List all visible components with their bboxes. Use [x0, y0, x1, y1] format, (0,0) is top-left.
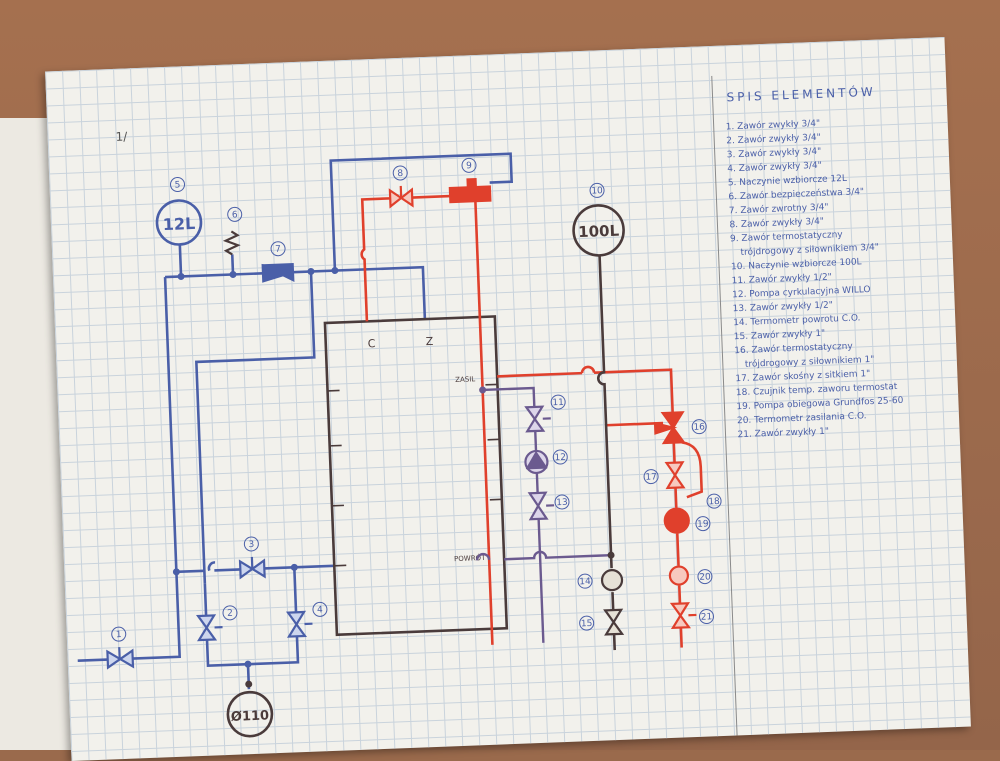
legend-item: 13. Zawór zwykły 1/2" — [732, 299, 833, 314]
top-loop-pipe — [331, 154, 515, 271]
legend-item: 20. Termometr zasilania C.O. — [737, 411, 867, 426]
badge-10: 10 — [591, 186, 603, 196]
badge-1: 1 — [116, 630, 122, 640]
legend-item: 4. Zawór zwykły 3/4" — [727, 160, 822, 175]
badge-21: 21 — [701, 612, 713, 622]
valve-11-icon — [526, 407, 543, 432]
badge-17: 17 — [645, 472, 657, 482]
legend-item: 16. Zawór termostatyczny — [734, 341, 853, 357]
plumbing-diagram: 1/ — [45, 37, 971, 761]
legend-item: 3. Zawór zwykły 3/4" — [727, 146, 822, 161]
corner-mark: 1/ — [115, 129, 128, 143]
legend-item: 19. Pompa obiegowa Grundfos 25-60 — [736, 396, 904, 412]
return-junction — [607, 552, 614, 559]
legend-item: 10. Naczynie wzbiorcze 100L — [731, 257, 862, 272]
valve-2-icon — [198, 615, 215, 640]
badge-9: 9 — [466, 161, 472, 171]
legend-item: 5. Naczynie wzbiorcze 12L — [728, 174, 847, 189]
sensor-18-line — [682, 442, 702, 498]
thermometer-14-icon — [602, 570, 623, 591]
hot-components — [390, 171, 697, 638]
legend-item: 18. Czujnik temp. zaworu termostat — [736, 382, 898, 398]
port-c-label: C — [368, 337, 376, 350]
supply-port-label: ZASIL — [455, 375, 475, 384]
cold-valves — [91, 229, 313, 668]
legend-item: 12. Pompa cyrkulacyjna WILLO — [732, 285, 871, 300]
valve-9-icon — [450, 187, 491, 203]
vessel10-label: 100L — [578, 222, 620, 242]
legend-item: 14. Termometr powrotu C.O. — [733, 313, 861, 328]
legend-item: trójdrogowy z siłownikiem 1" — [745, 354, 875, 370]
badge-4: 4 — [317, 605, 323, 615]
badge-3: 3 — [248, 540, 254, 550]
legend-item: 7. Zawór zwrotny 3/4" — [729, 202, 829, 217]
bypass-loop — [204, 567, 298, 665]
legend-item: 9. Zawór termostatyczny — [730, 229, 844, 244]
badge-2: 2 — [227, 609, 233, 619]
legend-item: 6. Zawór bezpieczeństwa 3/4" — [728, 186, 864, 202]
badge-20: 20 — [699, 572, 711, 582]
valve8-to-valve9 — [412, 196, 450, 197]
inlet-pipe — [78, 660, 108, 661]
legend-item: 1. Zawór zwykły 3/4" — [726, 118, 821, 133]
port-z-label: Z — [425, 335, 433, 348]
legend-item: 8. Zawór zwykły 3/4" — [729, 216, 824, 231]
hot-riser — [475, 195, 492, 645]
buffer-tank — [325, 316, 507, 634]
vessel5-label: 12L — [162, 214, 195, 234]
legend-margin-line — [712, 76, 737, 736]
badge-12: 12 — [554, 453, 566, 463]
boiler-inlet-dot — [245, 681, 252, 688]
valve-17-icon — [667, 462, 684, 488]
badge-19: 19 — [697, 519, 709, 529]
valve-4-icon — [288, 612, 305, 637]
legend-item: trójdrogowy z siłownikiem 3/4" — [740, 242, 879, 258]
badge-15: 15 — [581, 619, 593, 629]
badge-5: 5 — [175, 180, 181, 190]
boiler-label: Ø110 — [231, 708, 270, 724]
supply-junction — [479, 386, 486, 393]
safety-valve-6-icon — [225, 231, 238, 254]
badge-7: 7 — [275, 245, 281, 255]
pump-19-icon — [664, 508, 689, 533]
notebook-page: 1/ — [45, 37, 971, 761]
thermometer-20-icon — [670, 566, 689, 585]
valve-9-actuator — [468, 179, 476, 187]
valve-13-icon — [530, 493, 547, 520]
main-riser — [118, 277, 180, 659]
legend-list: 1. Zawór zwykły 3/4" 2. Zawór zwykły 3/4… — [726, 115, 905, 440]
legend-item: 21. Zawór zwykły 1" — [737, 426, 829, 441]
badge-18: 18 — [708, 497, 720, 507]
return-pipe — [504, 549, 611, 559]
legend-item: 2. Zawór zwykły 3/4" — [726, 132, 821, 147]
legend-item: 17. Zawór skośny z sitkiem 1" — [735, 368, 870, 384]
supply-crossover-1 — [582, 367, 594, 373]
return-components — [523, 406, 554, 519]
badge-11: 11 — [552, 398, 564, 408]
vessel10-line — [594, 255, 612, 568]
badge-6: 6 — [232, 210, 238, 220]
badge-16: 16 — [693, 422, 705, 432]
badge-14: 14 — [579, 577, 591, 587]
legend-title: SPIS ELEMENTÓW — [726, 84, 876, 105]
tank-body — [325, 316, 507, 634]
badge-8: 8 — [397, 169, 403, 179]
c-port-pipe — [360, 198, 395, 321]
badge-13: 13 — [556, 498, 568, 508]
supply-pipe-a — [497, 373, 582, 376]
second-riser — [193, 271, 323, 583]
legend-item: 15. Zawór zwykły 1" — [734, 328, 826, 343]
legend-item: 11. Zawór zwykły 1/2" — [731, 271, 832, 286]
vessel5-branch — [180, 244, 181, 276]
valve-21-icon — [672, 603, 689, 628]
valve-15-icon — [605, 610, 622, 635]
